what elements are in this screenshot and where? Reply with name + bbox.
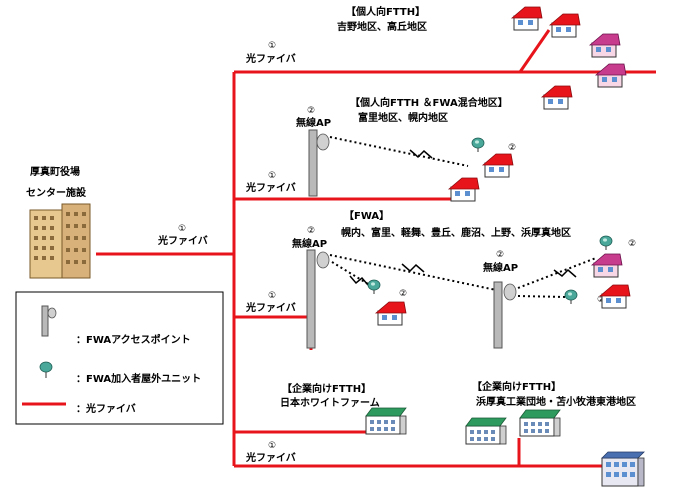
house-icon (375, 301, 407, 326)
fiber-label: 光ファイバ (245, 52, 296, 65)
fiber-label: 光ファイバ (245, 181, 296, 194)
ap-label: 無線AP (292, 237, 327, 250)
fwa-unit-icon (564, 289, 578, 305)
ap-number: ② (307, 106, 315, 116)
fiber-label: 光ファイバ (157, 234, 208, 247)
legend-ap-label: ：FWAアクセスポイント (76, 333, 191, 346)
building-icon (601, 451, 645, 487)
fwa-unit-icon (367, 279, 381, 295)
house-icon (589, 33, 621, 58)
legend-ap-icon (41, 305, 57, 337)
office-name: 厚真町役場 (30, 165, 80, 178)
fiber-ftth-riser (518, 29, 551, 73)
house-icon (549, 13, 581, 38)
office-building-icon (29, 203, 91, 279)
wireless-link (329, 136, 469, 167)
ap-number: ② (508, 143, 516, 153)
corp2-name: 浜厚真工業団地・苫小牧港東港地区 (476, 395, 636, 408)
house-icon (599, 284, 631, 309)
ap-number: ② (399, 289, 407, 299)
factory-icon (519, 409, 561, 437)
ap-number: ② (307, 226, 315, 236)
fwa-unit-icon (471, 137, 485, 153)
ap-number: ② (597, 295, 605, 305)
house-icon (511, 6, 543, 31)
house-icon (482, 153, 514, 178)
ap-label: 無線AP (296, 116, 331, 129)
mixed-area-header: 【個人向FTTH ＆FWA混合地区】 (350, 96, 508, 109)
link-number: ① (268, 171, 276, 181)
legend-unit-label: ：FWA加入者屋外ユニット (76, 372, 201, 385)
link-number: ① (268, 291, 276, 301)
link-number: ① (178, 224, 186, 234)
house-icon (591, 253, 623, 278)
ap-label: 無線AP (483, 261, 518, 274)
corp2-header: 【企業向けFTTH】 (472, 380, 561, 393)
fwa-area-districts: 幌内、富里、軽舞、豊丘、鹿沼、上野、浜厚真地区 (341, 226, 571, 239)
house-icon (595, 63, 627, 88)
fwa-area-header: 【FWA】 (344, 209, 389, 222)
factory-icon (465, 417, 507, 445)
link-number: ① (268, 441, 276, 451)
fwa-access-point-icon (308, 129, 330, 197)
corp1-name: 日本ホワイトファーム (280, 396, 380, 409)
house-icon (448, 177, 480, 202)
ftth-area-districts: 吉野地区、高丘地区 (337, 20, 427, 33)
fiber-label: 光ファイバ (245, 451, 296, 464)
ftth-area-header: 【個人向FTTH】 (346, 5, 425, 18)
radio-wave-icon (409, 149, 433, 159)
ap-number: ② (628, 239, 636, 249)
house-icon (541, 85, 573, 110)
fiber-network (96, 29, 656, 468)
fiber-label: 光ファイバ (245, 301, 296, 314)
link-number: ① (268, 41, 276, 51)
wireless-links (329, 254, 597, 298)
fwa-unit-icon (599, 235, 613, 251)
legend-unit-icon (39, 361, 53, 378)
ap-number: ② (496, 250, 504, 260)
corp1-header: 【企業向けFTTH】 (282, 382, 371, 395)
legend-fiber-label: ：光ファイバ (76, 402, 136, 415)
fwa-access-point-icon (306, 249, 330, 349)
fwa-access-point-icon (493, 281, 517, 349)
mixed-area-districts: 富里地区、幌内地区 (358, 111, 448, 124)
office-facility: センター施設 (26, 186, 87, 199)
factory-icon (365, 407, 407, 435)
radio-wave-icon (349, 263, 577, 286)
